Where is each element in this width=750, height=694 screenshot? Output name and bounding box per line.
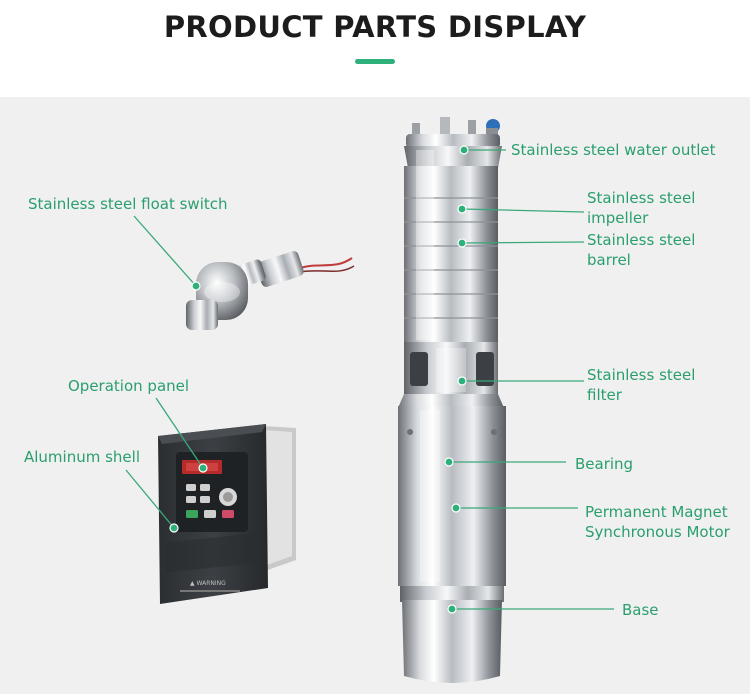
- label-motor-line2: Synchronous Motor: [585, 523, 730, 541]
- inverter-warning-text: ▲ WARNING: [190, 580, 226, 587]
- label-impeller-line2: impeller: [587, 209, 649, 227]
- label-barrel-line1: Stainless steel: [587, 231, 696, 249]
- label-float-switch: Stainless steel float switch: [28, 195, 228, 213]
- leader-lines: [125, 149, 614, 610]
- pump-image: [398, 117, 506, 683]
- label-barrel-line2: barrel: [587, 251, 631, 269]
- header-band: PRODUCT PARTS DISPLAY: [0, 0, 750, 97]
- label-motor-line1: Permanent Magnet: [585, 503, 728, 521]
- inverter-image: ▲ WARNING: [158, 424, 296, 604]
- product-stage: [0, 97, 750, 694]
- label-bearing: Bearing: [575, 455, 634, 473]
- label-filter-line1: Stainless steel: [587, 366, 696, 384]
- label-impeller-line1: Stainless steel: [587, 189, 696, 207]
- leader-dots: [169, 145, 469, 614]
- label-operation-panel: Operation panel: [68, 377, 190, 395]
- page-title: PRODUCT PARTS DISPLAY: [163, 10, 587, 44]
- label-filter-line2: filter: [587, 386, 622, 404]
- float-switch-image: [186, 251, 355, 330]
- title-underline: [355, 59, 395, 64]
- label-base: Base: [622, 601, 659, 619]
- label-aluminum-shell: Aluminum shell: [24, 448, 140, 466]
- label-water-outlet: Stainless steel water outlet: [511, 141, 716, 159]
